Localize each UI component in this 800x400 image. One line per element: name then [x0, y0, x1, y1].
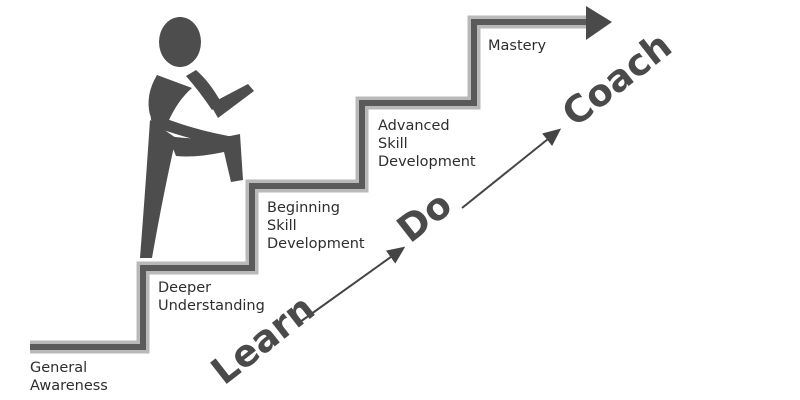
arrow-right-icon — [586, 6, 612, 40]
arrow-do-to-coach — [461, 128, 562, 209]
climbing-person-icon — [140, 17, 254, 258]
step-label-general-awareness: General Awareness — [30, 360, 108, 394]
phase-word-do: Do — [389, 183, 460, 251]
progression-arrows — [299, 128, 562, 323]
phase-word-coach: Coach — [554, 24, 680, 135]
step-labels: General Awareness Deeper Understanding B… — [30, 38, 547, 394]
staircase-line — [30, 15, 590, 354]
step-label-mastery: Mastery — [488, 38, 547, 54]
step-label-deeper-understanding: Deeper Understanding — [158, 280, 265, 314]
step-label-advanced-skill-development: Advanced Skill Development — [378, 118, 476, 170]
step-label-beginning-skill-development: Beginning Skill Development — [267, 200, 365, 252]
arrow-learn-to-do — [299, 246, 406, 323]
